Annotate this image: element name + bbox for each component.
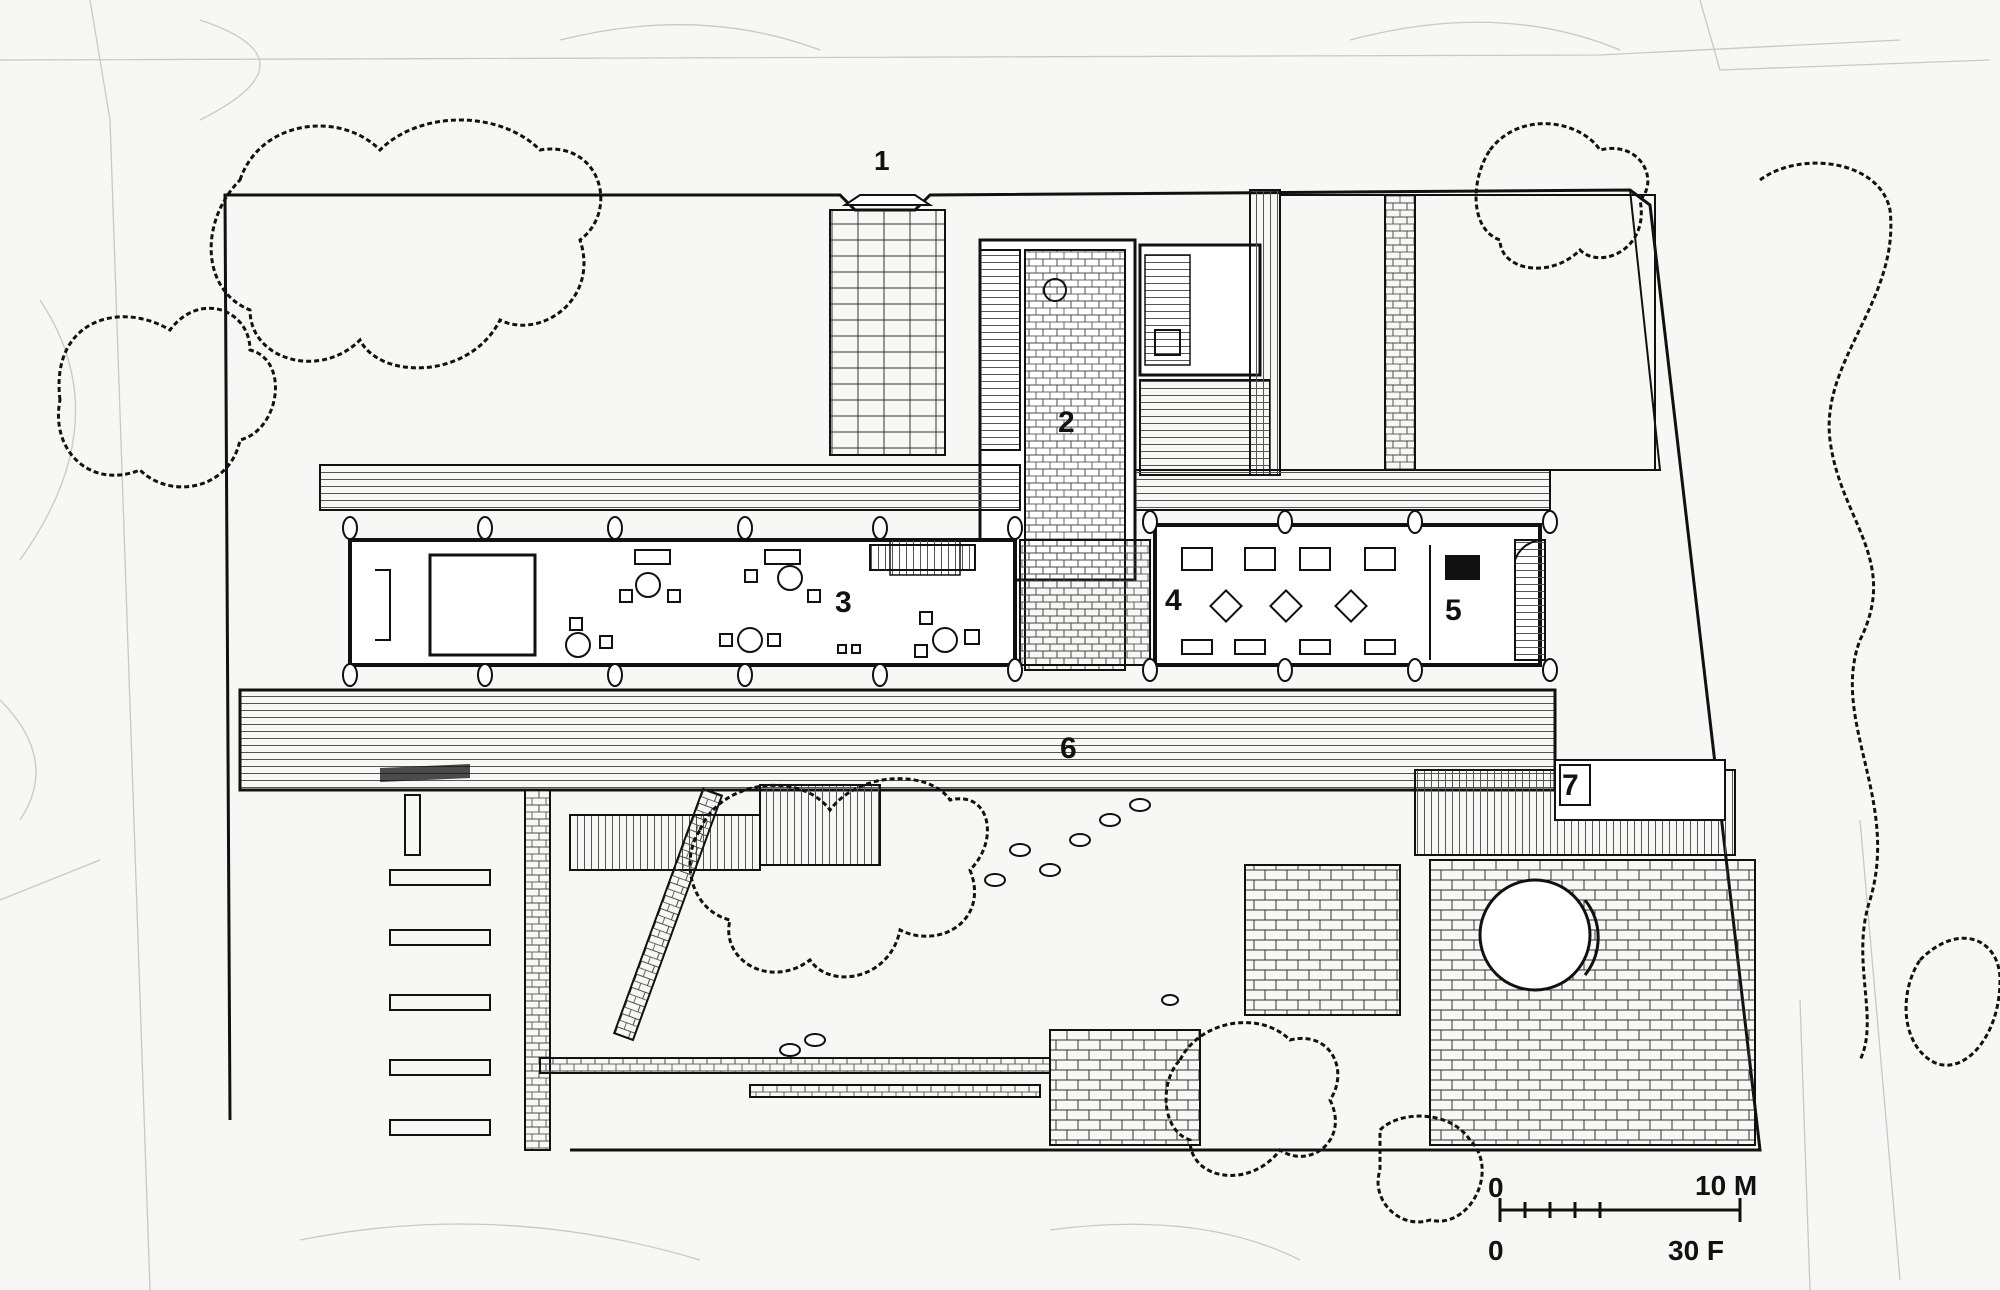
label-entrance: 1 [874, 145, 890, 176]
label-terrace: 6 [1060, 732, 1077, 765]
scale-imperial-max: 30 F [1668, 1235, 1724, 1266]
label-lounge: 3 [835, 586, 852, 619]
main-building-bar [319, 464, 1558, 687]
entrance-path [829, 194, 946, 456]
scale-metric-zero: 0 [1488, 1172, 1504, 1203]
scale-bar: 0 10 M 0 30 F [1488, 1170, 1757, 1266]
interior-stair [869, 544, 976, 571]
label-circulation: 2 [1058, 406, 1075, 439]
garden-features [389, 784, 1756, 1151]
trees [57, 118, 2000, 1224]
scale-imperial-zero: 0 [1488, 1235, 1504, 1266]
label-service-terrace: 7 [1562, 769, 1579, 802]
long-terrace [238, 688, 1557, 792]
upper-right-courts [1134, 189, 1656, 511]
scale-metric-max: 10 M [1695, 1170, 1757, 1201]
label-dining: 4 [1165, 584, 1182, 617]
label-kitchen: 5 [1445, 594, 1462, 627]
room-labels: 1 2 3 4 5 6 7 [835, 145, 1579, 802]
terrace-seven [1414, 759, 1736, 856]
